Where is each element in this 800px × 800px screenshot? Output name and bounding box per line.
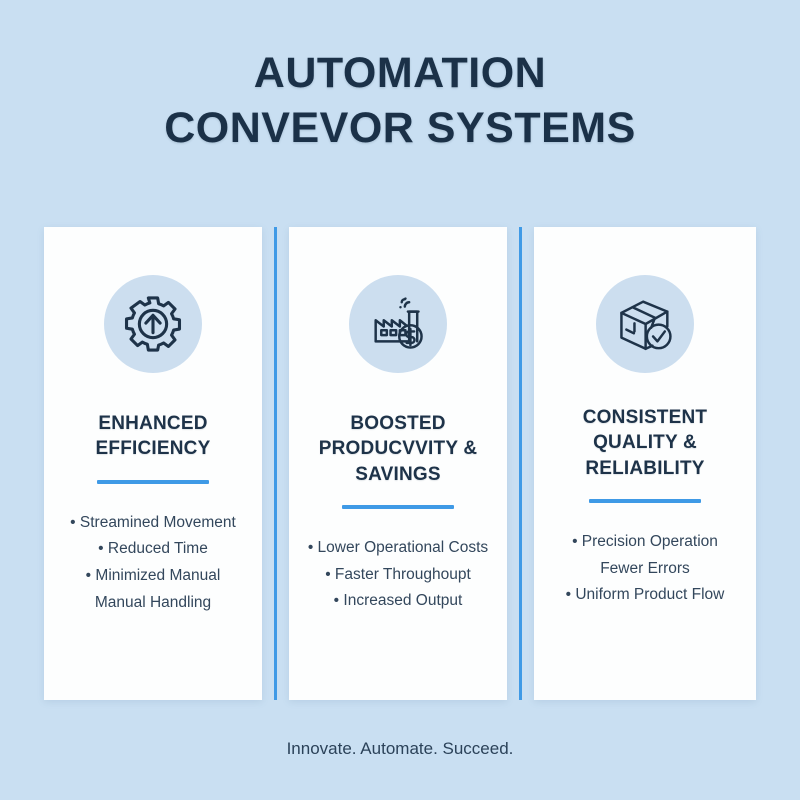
- box-check-icon: [596, 275, 694, 373]
- card-divider-2: [519, 227, 522, 700]
- list-item: • Reduced Time: [98, 540, 208, 558]
- accent-divider: [342, 504, 454, 509]
- list-item: • Precision Operation: [572, 532, 718, 550]
- list-item: Fewer Errors: [600, 559, 690, 577]
- benefit-card-consistent-quality[interactable]: CONSISTENT QUALITY & RELIABILITY • Preci…: [534, 227, 756, 700]
- benefit-card-enhanced-efficiency[interactable]: ENHANCED EFFICIENCY • Streamined Movemen…: [44, 227, 262, 700]
- title-line-2: CONVEVOR SYSTEMS: [164, 103, 636, 152]
- gear-up-arrow-icon: [104, 275, 202, 373]
- card-heading: BOOSTED PRODUCVVITY & SAVINGS: [318, 413, 478, 485]
- page-title: AUTOMATION CONVEVOR SYSTEMS: [0, 0, 800, 155]
- card-heading: CONSISTENT QUALITY & RELIABILITY: [582, 407, 708, 479]
- list-item: • Lower Operational Costs: [307, 538, 489, 556]
- benefit-list: • Precision Operation Fewer Errors • Uni…: [544, 529, 746, 609]
- list-item: • Increased Output: [333, 592, 463, 610]
- list-item: • Uniform Product Flow: [565, 586, 725, 604]
- card-divider-1: [274, 227, 277, 700]
- accent-divider: [589, 498, 701, 503]
- benefit-cards-row: ENHANCED EFFICIENCY • Streamined Movemen…: [44, 227, 756, 700]
- card-heading: ENHANCED EFFICIENCY: [95, 413, 211, 460]
- list-item: • Faster Throughoupt: [325, 565, 471, 583]
- benefit-card-boosted-productivity[interactable]: BOOSTED PRODUCVVITY & SAVINGS • Lower Op…: [289, 227, 507, 700]
- title-line-1: AUTOMATION: [253, 49, 547, 97]
- factory-dollar-icon: [349, 275, 447, 373]
- footer-tagline: Innovate. Automate. Succeed.: [286, 739, 514, 758]
- accent-divider: [97, 479, 209, 484]
- list-item: • Streamined Movement: [70, 513, 236, 531]
- benefit-list: • Lower Operational Costs • Faster Throu…: [299, 535, 497, 615]
- benefit-list: • Streamined Movement • Reduced Time • M…: [54, 510, 252, 617]
- list-item: • Minimized Manual Manual Handling: [85, 567, 221, 611]
